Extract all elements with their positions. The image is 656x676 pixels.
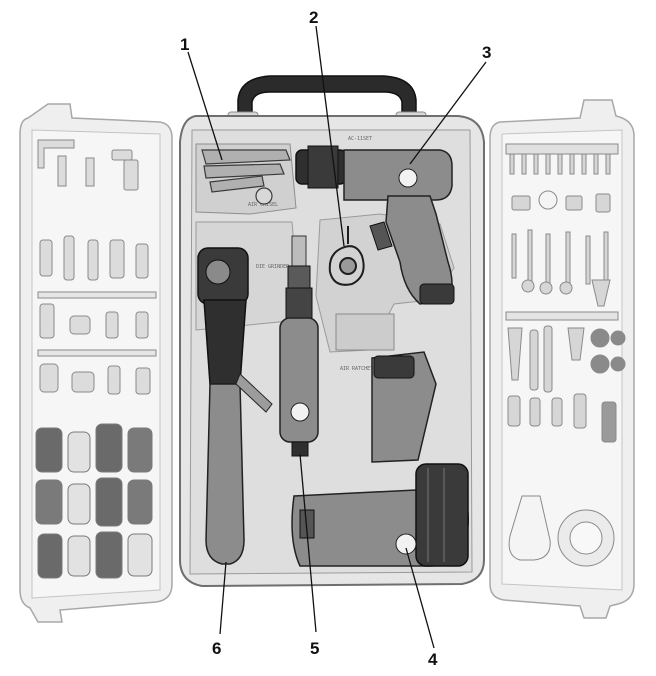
chisel-bits: [201, 149, 291, 205]
left-lid-accessory-tray: [19, 103, 173, 623]
die-grinder: [279, 235, 319, 457]
lid-mark: AC-11SET: [348, 136, 372, 142]
grinder-tray-label: DIE GRINDER: [256, 264, 290, 270]
callout-2: 2: [309, 8, 318, 27]
wrench-tray-label: AIR RATCHET: [340, 366, 373, 372]
leader-line-6: [219, 561, 227, 635]
leader-line-2: [315, 25, 345, 247]
chisel-tray-label: AIR CHISEL: [248, 202, 278, 208]
callout-4: 4: [428, 650, 438, 669]
callout-5: 5: [310, 639, 319, 658]
right-lid-accessory-tray: [489, 99, 635, 619]
air-ratchet: [197, 247, 273, 565]
impact-wrench: [291, 351, 469, 567]
callout-1: 1: [180, 35, 189, 54]
quick-coupler: [328, 226, 365, 286]
left-lid-fittings: [37, 139, 157, 395]
left-lid-sockets: [35, 423, 153, 579]
leader-line-5: [299, 453, 317, 633]
leader-line-3: [409, 61, 487, 165]
callout-6: 6: [212, 639, 221, 658]
callout-3: 3: [482, 43, 491, 62]
right-lid-bits: [505, 143, 626, 567]
callout-leaders: [187, 25, 487, 649]
leader-line-1: [187, 51, 223, 161]
callout-numbers: 1 2 3 4 5 6: [180, 8, 491, 669]
leader-line-4: [405, 547, 435, 649]
